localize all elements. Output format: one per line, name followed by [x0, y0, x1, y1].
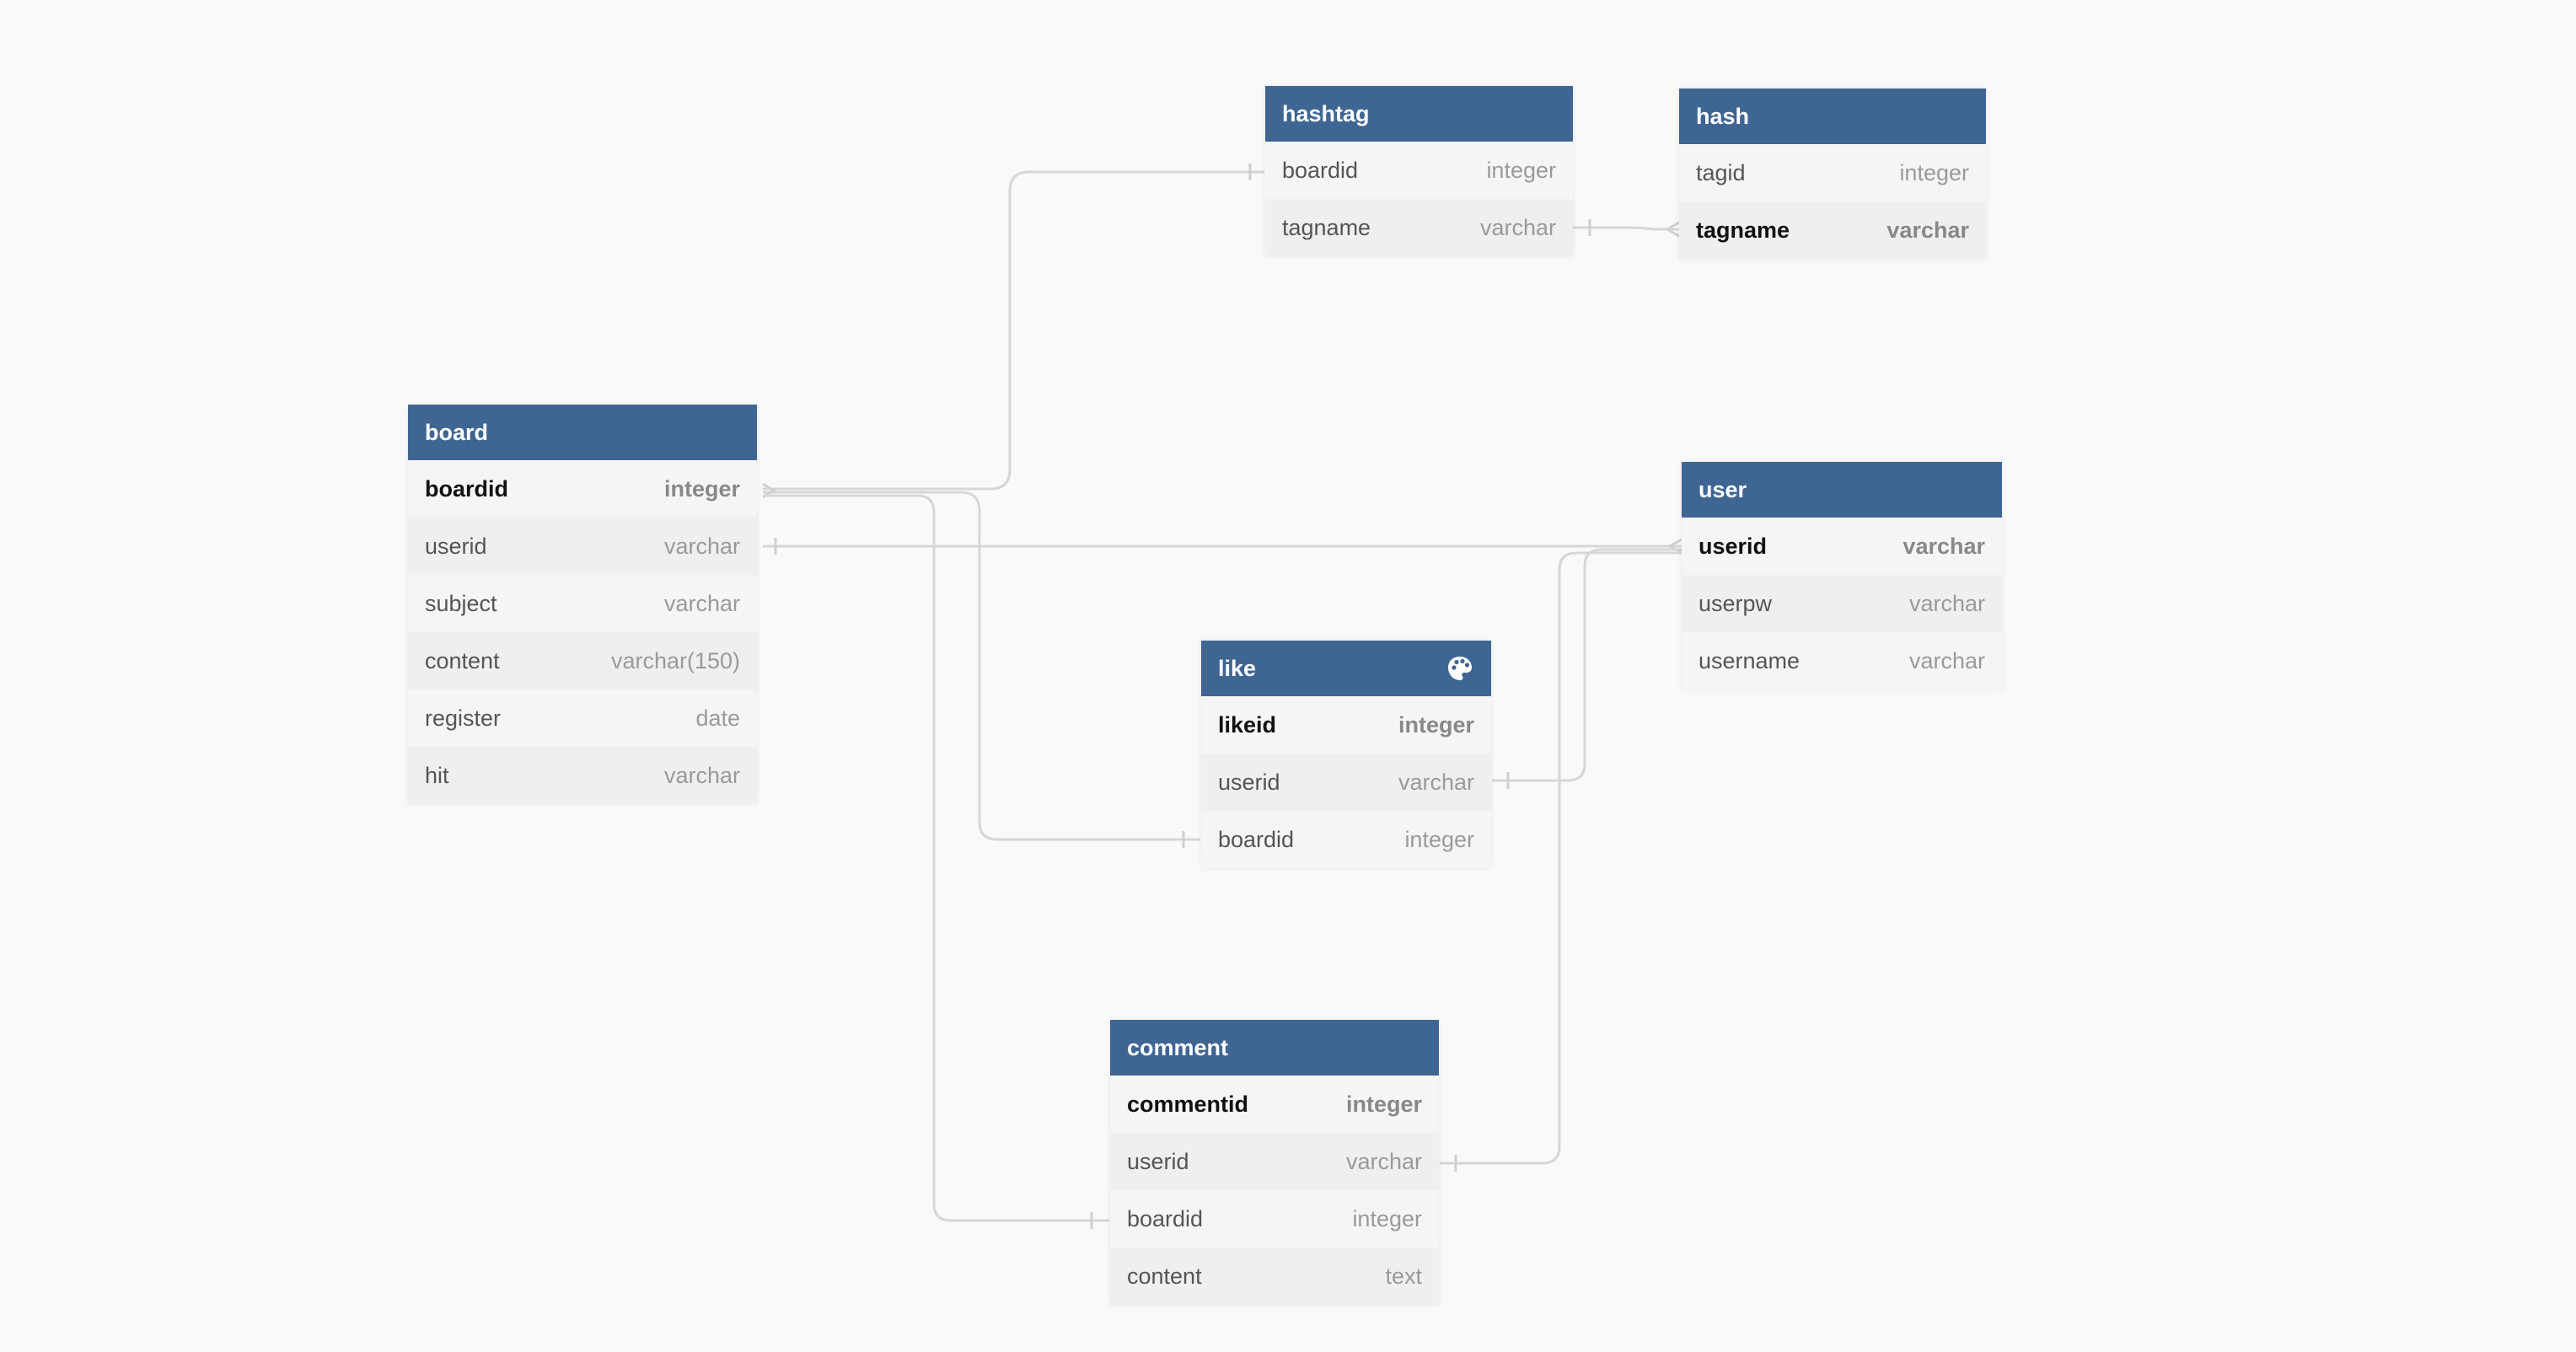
column-name: tagname — [1282, 214, 1371, 240]
column-type: integer — [1486, 157, 1556, 183]
column-name: userpw — [1699, 590, 1773, 616]
column-row[interactable]: boardid integer — [1110, 1190, 1439, 1247]
table-board[interactable]: board boardid integer userid varchar sub… — [408, 405, 757, 804]
column-type: integer — [1899, 159, 1969, 185]
column-type: varchar — [1902, 533, 1985, 559]
column-row[interactable]: userid varchar — [1110, 1133, 1439, 1190]
column-type: varchar — [1886, 217, 1969, 243]
column-row[interactable]: hit varchar — [408, 747, 757, 804]
edge-board-user[interactable] — [763, 538, 1682, 555]
table-comment[interactable]: comment commentid integer userid varchar… — [1110, 1020, 1439, 1305]
edge-like-user[interactable] — [1492, 548, 1682, 789]
column-row[interactable]: content varchar(150) — [408, 632, 757, 689]
column-row[interactable]: tagname varchar — [1679, 201, 1986, 259]
column-row[interactable]: register date — [408, 689, 757, 747]
column-row[interactable]: userid varchar — [1682, 518, 2002, 575]
column-type: varchar — [1908, 590, 1985, 616]
column-row[interactable]: userpw varchar — [1682, 575, 2002, 632]
column-row[interactable]: userid varchar — [408, 518, 757, 575]
column-name: userid — [1218, 769, 1280, 795]
column-row[interactable]: likeid integer — [1201, 696, 1491, 754]
column-row[interactable]: subject varchar — [408, 575, 757, 632]
column-name: userid — [425, 533, 487, 559]
table-hash[interactable]: hash tagid integer tagname varchar — [1679, 89, 1986, 259]
column-type: varchar — [663, 762, 740, 788]
column-row[interactable]: boardid integer — [1265, 142, 1573, 199]
column-name: boardid — [425, 475, 508, 502]
column-name: likeid — [1218, 711, 1277, 738]
column-name: content — [425, 647, 500, 673]
column-type: varchar — [663, 590, 740, 616]
edge-board-comment[interactable] — [763, 494, 1109, 1229]
column-type: integer — [1398, 711, 1474, 738]
column-row[interactable]: tagname varchar — [1265, 199, 1573, 256]
table-title: user — [1699, 476, 1747, 502]
column-type: varchar — [663, 533, 740, 559]
table-title: board — [425, 419, 489, 445]
column-row[interactable]: tagid integer — [1679, 144, 1986, 201]
column-type: integer — [663, 475, 740, 502]
column-type: varchar(150) — [610, 647, 740, 673]
table-like[interactable]: like likeid integer userid varchar — [1201, 641, 1491, 868]
column-type: varchar — [1908, 647, 1985, 673]
column-name: tagname — [1696, 217, 1790, 243]
column-name: boardid — [1218, 826, 1295, 852]
table-title: like — [1218, 655, 1257, 681]
column-name: username — [1699, 647, 1801, 673]
column-row[interactable]: content text — [1110, 1247, 1439, 1305]
edge-board-like[interactable] — [762, 482, 1200, 848]
column-name: tagid — [1696, 159, 1746, 185]
table-title: hashtag — [1282, 100, 1370, 126]
table-title: comment — [1127, 1034, 1229, 1060]
table-title: hash — [1696, 103, 1750, 129]
column-type: varchar — [1345, 1148, 1422, 1174]
column-row[interactable]: boardid integer — [1201, 811, 1491, 868]
table-header[interactable]: like — [1201, 641, 1491, 696]
column-type: varchar — [1398, 769, 1474, 795]
column-name: userid — [1699, 533, 1768, 559]
edge-board-hashtag[interactable] — [763, 164, 1264, 491]
column-row[interactable]: commentid integer — [1110, 1076, 1439, 1133]
table-header[interactable]: hash — [1679, 89, 1986, 144]
column-row[interactable]: userid varchar — [1201, 754, 1491, 811]
column-name: boardid — [1127, 1205, 1204, 1231]
table-header[interactable]: hashtag — [1265, 86, 1573, 142]
column-name: register — [425, 705, 502, 731]
column-type: integer — [1352, 1205, 1422, 1231]
column-type: integer — [1345, 1091, 1422, 1117]
table-header[interactable]: user — [1682, 462, 2002, 518]
column-type: date — [695, 705, 740, 731]
column-type: text — [1385, 1263, 1422, 1289]
table-hashtag[interactable]: hashtag boardid integer tagname varchar — [1265, 86, 1573, 256]
palette-icon[interactable] — [1446, 654, 1474, 683]
column-type: varchar — [1479, 214, 1556, 240]
column-name: boardid — [1282, 157, 1359, 183]
table-user[interactable]: user userid varchar userpw varchar usern… — [1682, 462, 2002, 689]
column-name: hit — [425, 762, 449, 788]
column-row[interactable]: boardid integer — [408, 460, 757, 518]
column-row[interactable]: username varchar — [1682, 632, 2002, 689]
column-name: userid — [1127, 1148, 1189, 1174]
column-name: subject — [425, 590, 497, 616]
table-header[interactable]: comment — [1110, 1020, 1439, 1076]
column-name: commentid — [1127, 1091, 1249, 1117]
table-header[interactable]: board — [408, 405, 757, 460]
edge-hashtag-hash[interactable] — [1573, 219, 1680, 238]
column-name: content — [1127, 1263, 1202, 1289]
column-type: integer — [1404, 826, 1474, 852]
